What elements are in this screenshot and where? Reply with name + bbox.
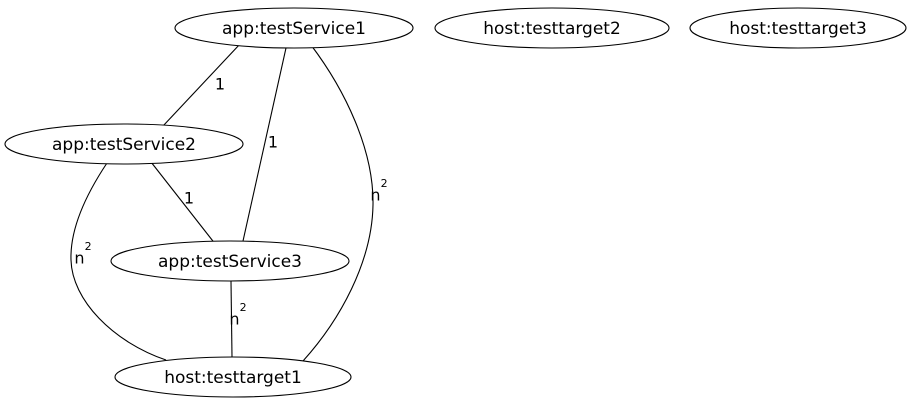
node-label: host:testtarget3	[729, 19, 867, 39]
graph-edge[interactable]	[70, 162, 167, 361]
graph-edge[interactable]	[242, 47, 287, 242]
node-ellipse[interactable]	[434, 7, 670, 49]
graph-node[interactable]: app:testService2	[4, 123, 244, 165]
edge-label-exponent: 2	[240, 301, 247, 314]
graph-edge[interactable]	[230, 280, 233, 358]
node-ellipse[interactable]	[114, 356, 352, 398]
graph-node[interactable]: host:testtarget2	[434, 7, 670, 49]
node-label: host:testtarget1	[164, 368, 302, 388]
edge-label-exponent: 2	[85, 240, 92, 253]
graph-node[interactable]: host:testtarget3	[689, 7, 907, 49]
node-ellipse[interactable]	[4, 123, 244, 165]
edges-layer	[70, 43, 374, 362]
edge-label: 1	[215, 75, 225, 94]
edge-label: n2	[74, 240, 91, 268]
graph-node[interactable]: host:testtarget1	[114, 356, 352, 398]
node-label: app:testService3	[158, 252, 302, 272]
node-ellipse[interactable]	[174, 7, 414, 49]
edge-label-exponent: 2	[381, 177, 388, 190]
edge-label: n2	[229, 301, 246, 329]
node-ellipse[interactable]	[689, 7, 907, 49]
node-label: host:testtarget2	[483, 19, 621, 39]
node-label: app:testService2	[52, 135, 196, 155]
edge-label: n2	[370, 177, 387, 205]
node-label: app:testService1	[222, 19, 366, 39]
node-ellipse[interactable]	[110, 240, 350, 282]
graph-node[interactable]: app:testService3	[110, 240, 350, 282]
graph-edge[interactable]	[150, 161, 217, 246]
graph-edge[interactable]	[162, 43, 241, 127]
edge-label: 1	[268, 133, 278, 152]
edge-label: 1	[184, 189, 194, 208]
graph-edge[interactable]	[302, 44, 374, 362]
graph-node[interactable]: app:testService1	[174, 7, 414, 49]
nodes-layer: app:testService1 host:testtarget2 host:tes…	[4, 7, 907, 398]
